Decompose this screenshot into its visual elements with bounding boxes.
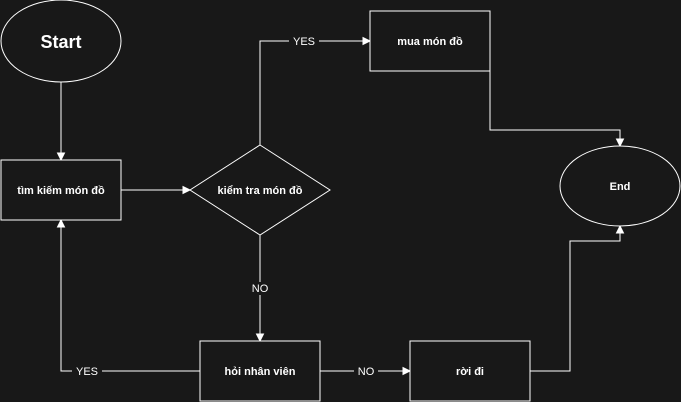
check-item-node: kiểm tra món đồ <box>189 144 331 236</box>
search-item-label: tìm kiếm món đồ <box>17 185 105 197</box>
edge-ask-to-search: YES <box>56 218 200 378</box>
ask-staff-node: hỏi nhân viên <box>199 340 321 402</box>
edge-start-to-search <box>56 82 66 162</box>
edge-check-to-buy: YES <box>259 35 372 145</box>
search-item-node: tìm kiếm món đồ <box>0 159 122 221</box>
edge-label-no: NO <box>252 283 269 295</box>
buy-item-node: mua món đồ <box>369 10 491 72</box>
end-node: End <box>559 145 681 227</box>
edge-check-to-ask: NO <box>248 235 272 343</box>
edge-label-yes: YES <box>76 366 98 378</box>
edge-ask-to-leave: NO <box>320 364 412 378</box>
leave-node: rời đi <box>409 340 531 402</box>
edge-label-no: NO <box>358 366 375 378</box>
edge-search-to-check <box>121 185 192 195</box>
edge-buy-to-end <box>489 71 625 148</box>
start-label: Start <box>40 32 81 52</box>
check-item-label: kiểm tra món đồ <box>218 185 303 197</box>
leave-label: rời đi <box>456 366 484 378</box>
start-node: Start <box>0 0 122 83</box>
buy-item-label: mua món đồ <box>397 36 463 48</box>
edge-label-yes: YES <box>293 36 315 48</box>
edge-leave-to-end <box>530 224 625 372</box>
ask-staff-label: hỏi nhân viên <box>225 366 296 378</box>
end-label: End <box>610 181 631 193</box>
